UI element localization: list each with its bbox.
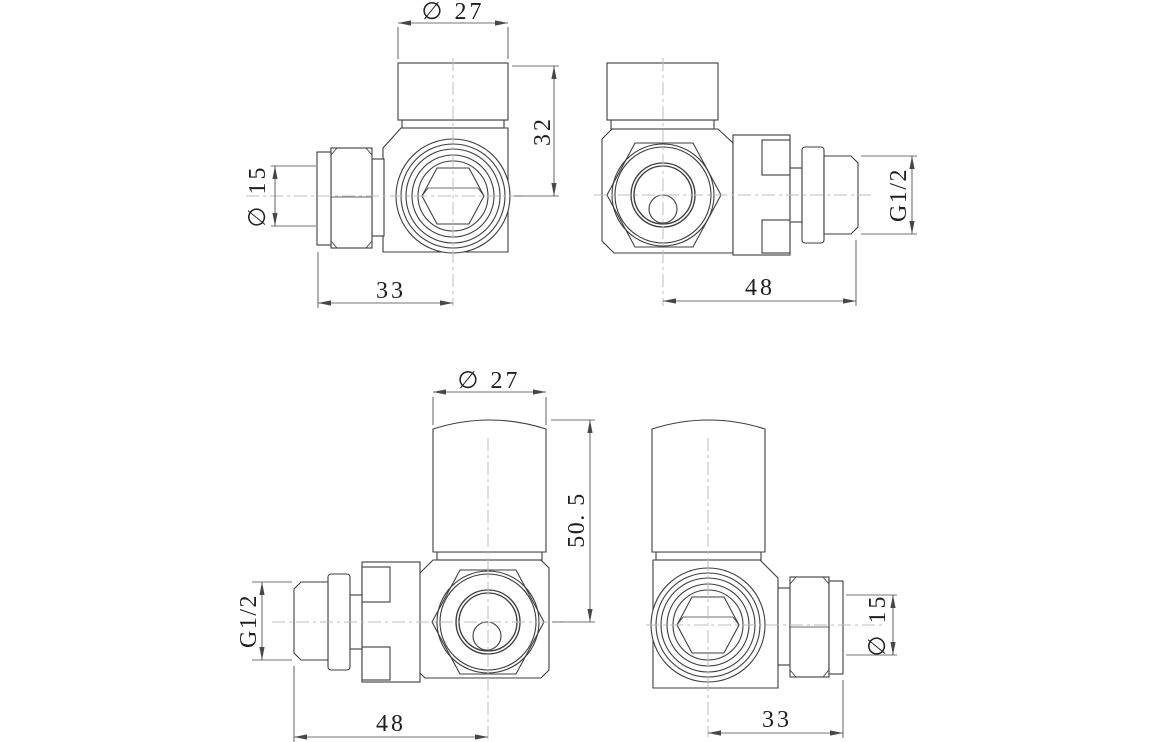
dim-label-tail-length: 33 bbox=[762, 707, 792, 733]
male-thread bbox=[293, 581, 329, 661]
extension-lines bbox=[861, 155, 917, 235]
dim-label-tail-bore: ∅ 15 bbox=[245, 165, 271, 228]
extension-lines bbox=[846, 594, 897, 656]
arrowheads bbox=[272, 166, 278, 226]
dim-thread-size: G1/2 bbox=[236, 581, 292, 661]
dim-label-tail-length: 33 bbox=[376, 278, 406, 304]
tail-end-cap bbox=[828, 580, 844, 675]
dim-label-thread-length: 48 bbox=[745, 275, 775, 301]
dim-thread-size: G1/2 bbox=[861, 155, 917, 235]
dim-tail-bore: ∅ 15 bbox=[245, 165, 316, 228]
drain-hole bbox=[472, 621, 502, 651]
valve-body bbox=[293, 419, 550, 683]
centerlines bbox=[272, 438, 562, 741]
valve-body bbox=[650, 419, 844, 689]
nut-lug-top bbox=[361, 566, 391, 603]
dim-label-tail-bore: ∅ 15 bbox=[865, 594, 891, 657]
dim-label-cap-height: 32 bbox=[530, 116, 556, 146]
cap-band bbox=[436, 551, 543, 561]
nut-facets bbox=[330, 147, 373, 249]
nut-facets bbox=[789, 576, 830, 678]
view-top-right: 48 G1/2 bbox=[594, 58, 917, 306]
dim-cap-diameter: ∅ 27 bbox=[397, 0, 509, 59]
view-top-left: ∅ 27 32 ∅ 15 33 bbox=[245, 0, 559, 308]
dim-cap-diameter: ∅ 27 bbox=[432, 368, 547, 425]
centerlines bbox=[246, 58, 526, 306]
dim-label-total-height: 50. 5 bbox=[564, 492, 590, 548]
nut-lug-bottom bbox=[361, 646, 391, 681]
dim-label-cap-diameter: ∅ 27 bbox=[422, 0, 485, 25]
dim-tail-length: 33 bbox=[317, 252, 453, 308]
dim-thread-length: 48 bbox=[293, 666, 488, 742]
extension-lines bbox=[551, 419, 595, 623]
dim-label-cap-diameter: ∅ 27 bbox=[458, 368, 521, 394]
extension-lines bbox=[512, 65, 559, 197]
view-bottom-left: ∅ 27 50. 5 G1/2 48 bbox=[236, 368, 595, 742]
compression-nut bbox=[330, 147, 373, 249]
dim-total-height: 50. 5 bbox=[551, 419, 595, 623]
dim-thread-length: 48 bbox=[663, 240, 857, 306]
dim-tail-bore: ∅ 15 bbox=[846, 594, 897, 657]
arrowheads bbox=[551, 66, 557, 196]
tail-end-cap bbox=[316, 151, 332, 246]
valve-body bbox=[601, 62, 859, 256]
nut-lug-top bbox=[761, 139, 791, 176]
dim-label-thread-size: G1/2 bbox=[886, 168, 912, 222]
arrowheads bbox=[433, 389, 546, 395]
dim-label-thread-size: G1/2 bbox=[236, 594, 262, 648]
arrowheads bbox=[890, 595, 896, 655]
extension-lines bbox=[397, 27, 509, 59]
view-bottom-right: ∅ 15 33 bbox=[646, 419, 897, 738]
valve-body bbox=[316, 62, 511, 254]
nut-lug-bottom bbox=[761, 219, 791, 254]
extension-lines bbox=[252, 581, 292, 661]
arrowheads bbox=[398, 20, 508, 26]
extension-lines bbox=[432, 397, 547, 425]
olive-ring bbox=[777, 587, 791, 666]
dim-label-thread-length: 48 bbox=[376, 711, 406, 737]
extension-lines bbox=[271, 165, 316, 227]
dim-cap-height: 32 bbox=[512, 65, 559, 197]
cap bbox=[432, 419, 547, 553]
centerlines bbox=[646, 438, 882, 737]
centerlines bbox=[594, 58, 874, 306]
olive-ring bbox=[371, 158, 385, 237]
dim-tail-length: 33 bbox=[708, 680, 844, 738]
